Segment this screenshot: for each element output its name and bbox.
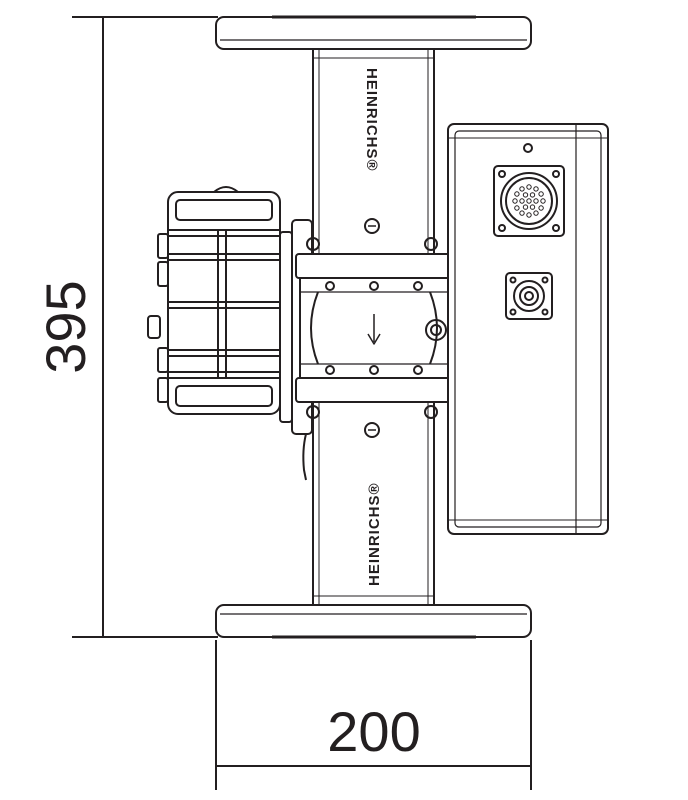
connector-pin: [529, 204, 536, 210]
small-connector: [505, 272, 553, 320]
brand-logo-bottom: HEINRICHS®: [366, 482, 383, 586]
tube-logo-bottom-symbol: [364, 422, 380, 438]
multipin-connector: [493, 165, 565, 237]
width-dimension-label: 200: [327, 700, 420, 763]
connector-pin: [533, 186, 539, 192]
connector-pin: [529, 192, 536, 198]
connector-pin: [538, 191, 544, 197]
connector-pin: [526, 184, 532, 190]
connector-pin: [514, 191, 520, 197]
bottom-flange: [215, 604, 532, 639]
height-dimension-label: 395: [34, 280, 97, 373]
connector-pin: [522, 192, 529, 198]
connector-pin: [522, 204, 529, 210]
connector-pin: [540, 198, 546, 204]
connector-pin: [533, 210, 539, 216]
electronics-housing: [447, 123, 609, 535]
connector-pin: [519, 210, 525, 216]
tube-logo-top-symbol: [364, 218, 380, 234]
connector-pin: [512, 198, 518, 204]
connector-pin: [514, 205, 520, 211]
height-dimension-lines: [72, 16, 218, 638]
indicator-housing: [147, 186, 313, 435]
connector-pin: [538, 205, 544, 211]
connector-pin: [519, 198, 525, 204]
connector-pin: [519, 186, 525, 192]
flow-arrow-icon: [367, 314, 381, 345]
top-flange: [215, 15, 532, 50]
brand-logo-top: HEINRICHS®: [363, 68, 380, 172]
clamp-block: [295, 237, 455, 419]
width-dimension-lines: [215, 640, 532, 790]
connector-pin: [526, 198, 532, 204]
connector-pin: [526, 212, 532, 218]
cable: [302, 433, 307, 481]
connector-pin: [533, 198, 539, 204]
